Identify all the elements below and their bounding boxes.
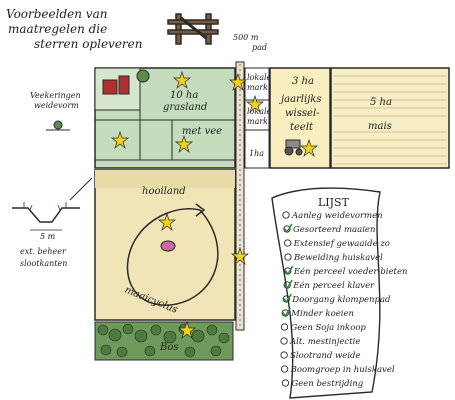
check-icon [284,265,294,276]
grassland-label-2: grasland [163,102,207,113]
snail-icon [160,240,176,252]
list-bullet [282,211,290,219]
path-label-1: 500 m [233,33,259,42]
check-icon [281,307,291,318]
star-icon [231,246,249,266]
slootkanten-label-1: ext. beheer [20,247,67,256]
tree-icon [136,69,150,83]
veekering-label-1: Veekeringen [30,91,81,100]
slootkanten-label-2: slootkanten [20,259,67,268]
ditch-grass [23,202,67,211]
five-ha-label: 5 ha [370,97,392,108]
mais-rows [333,75,447,165]
list-title: LIJST [318,196,350,209]
list-item: Slootrand weide [290,351,360,361]
list-bullet [280,337,288,345]
lokale-top-1: lokale [247,73,272,82]
star-icon [175,134,193,154]
list-bullet [281,379,290,387]
lokale-low-1: 1ha [249,149,264,158]
list-item: Minder koeien [290,309,354,319]
list-scroll [271,187,381,399]
grassland-label-1: 10 ha [170,90,198,101]
list-item: Geen bestrijding [291,379,363,389]
title-line-2: maatregelen die [8,22,107,36]
gate-icon [167,13,219,45]
ditch-width-label: 5 m [40,232,56,241]
list-bullet [280,323,289,331]
list-item: Beweiding huiskavel [293,253,383,263]
tractor-icon [284,139,303,156]
lokale-mid-2: markt [247,117,272,126]
list-bullet [280,365,289,373]
list-item: Geen Soja inkoop [290,323,366,333]
list-bullet [284,253,292,261]
barn-icon [102,75,130,95]
star-icon [246,94,264,114]
title-line-3: sterren opleveren [34,37,143,51]
fence-icon [46,120,70,131]
star-icon [111,130,129,150]
list-item: Boomgroep in huiskavel [290,365,395,375]
star-icon [173,70,191,90]
list-item: Extensief gewaaide zo [293,239,390,249]
list-item: Gesorteerd maaien [293,225,375,235]
mais-field [330,67,450,169]
title-line-1: Voorbeelden van [6,7,107,21]
check-icon [283,223,293,234]
wisselteelt-4: teelt [290,122,314,133]
list-bullet [280,351,288,359]
bos-label: Bos [159,342,179,353]
mais-label: mais [368,121,392,132]
stars [111,70,318,340]
veekering-label-2: weidevorm [34,101,79,110]
list-bullet [284,239,292,247]
wisselteelt-1: 3 ha [292,76,314,87]
list-item: Eén perceel klaver [292,280,375,291]
lokale-top-2: markt [247,83,272,92]
met-vee-label: met vee [182,126,222,137]
hooiland-label: hooiland [142,186,186,197]
check-icon [283,279,293,290]
list-item: Eén perceel voeder-bieten [293,266,408,277]
maaicyclus-loop [126,208,219,306]
path-label-2: pad [252,43,267,52]
star-icon [229,72,247,92]
star-icon [158,212,176,232]
star-icon [300,138,318,158]
lokale-markt-area [244,67,270,169]
list-item: Alt. mestinjectie [289,337,360,347]
wisselteelt-2: jaarlijks [279,94,322,105]
star-icon [178,320,196,340]
check-icon [282,293,292,304]
list-item: Aanleg weidevormen [291,211,383,221]
wisselteelt-3: wissel- [285,108,320,119]
ditch-profile [12,207,80,223]
list-item: Doorgang klompenpad [291,295,391,305]
